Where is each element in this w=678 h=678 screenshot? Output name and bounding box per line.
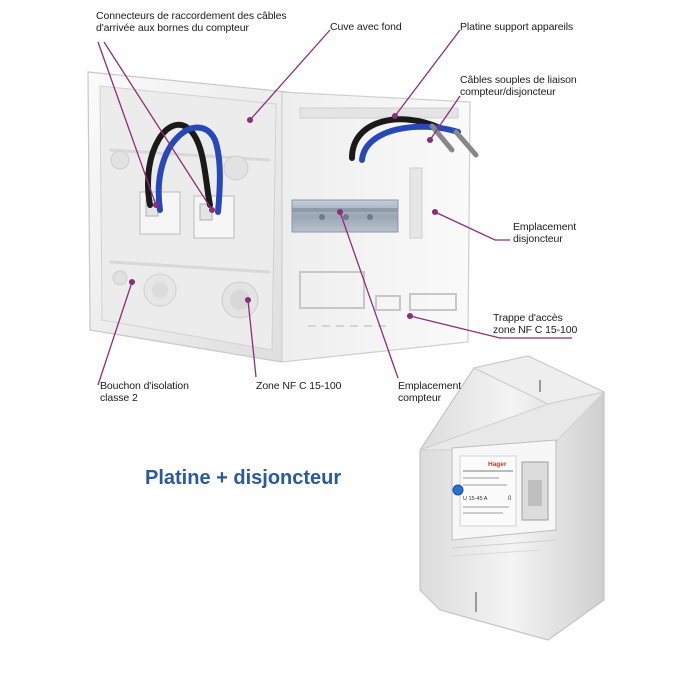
label-bouchon: Bouchon d'isolation classe 2 [100,380,189,404]
label-zone-nfc: Zone NF C 15-100 [256,380,342,392]
platine-support [281,91,471,363]
disjoncteur [419,355,606,641]
breaker-position: 0 [508,496,512,502]
cuve-cables [145,121,223,215]
caption: Platine + disjoncteur [145,467,342,489]
breaker-brand: Hager [488,461,507,468]
label-platine-support: Platine support appareils [460,21,574,33]
breaker-rating: U 15-45 A [463,496,488,502]
label-emplacement-compteur: Emplacement compteur [398,380,462,404]
leader-lines [97,29,572,386]
platine-cables [349,116,479,163]
label-cuve: Cuve avec fond [330,21,402,33]
label-connecteurs: Connecteurs de raccordement des câbles d… [96,10,287,34]
label-trappe: Trappe d'accès zone NF C 15-100 [493,312,578,336]
enclosure-cuve [87,71,289,363]
label-emplacement-disjoncteur: Emplacement disjoncteur [513,221,577,245]
label-cables-souples: Câbles souples de liaison compteur/disjo… [460,74,577,98]
